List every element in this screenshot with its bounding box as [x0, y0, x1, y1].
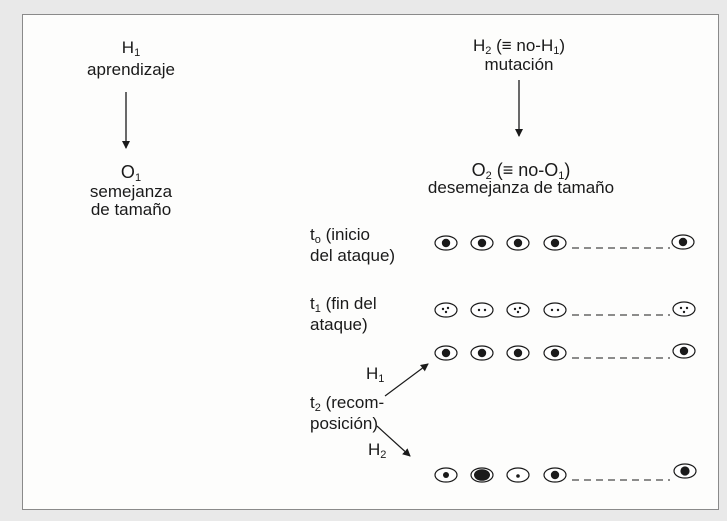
t2-label-line2: posición) — [310, 414, 379, 433]
cell-icon — [470, 345, 494, 361]
cell-icon — [543, 302, 567, 318]
t1-label-line2: ataque) — [310, 315, 368, 334]
cell-icon — [671, 234, 695, 250]
o1-label-line2: de tamaño — [90, 200, 172, 219]
diagram-frame — [22, 14, 719, 510]
cell-icon — [434, 302, 458, 318]
cell-icon — [470, 467, 494, 483]
h1-branch-label: H1 — [366, 364, 385, 385]
cell-icon — [434, 235, 458, 251]
row-t2-h1-cells — [434, 343, 696, 361]
o1-title: O1 — [120, 162, 142, 184]
h1-branch-arrow — [384, 363, 429, 397]
t0-label-line2: del ataque) — [310, 246, 396, 265]
cell-icon — [506, 345, 530, 361]
t0-label-line1: to (inicio — [310, 225, 370, 246]
h2-branch-label: H2 — [368, 440, 387, 461]
cell-icon — [434, 467, 458, 483]
h2-label: mutación — [484, 55, 554, 74]
cell-icon — [506, 302, 530, 318]
cell-icon — [543, 235, 567, 251]
h2-title: H2 (≡ no-H1) — [472, 36, 566, 57]
row-t2-h2-cells — [434, 463, 697, 483]
cell-icon — [543, 467, 567, 483]
cell-icon — [470, 302, 494, 318]
o2-label: desemejanza de tamaño — [427, 178, 615, 197]
o2-title: O2 (≡ no-O1) — [471, 160, 571, 182]
t1-label-line1: t1 (fin del — [310, 294, 377, 315]
h2-branch-arrow — [376, 425, 411, 457]
cell-icon — [470, 235, 494, 251]
cell-icon — [506, 467, 530, 483]
cell-icon — [506, 235, 530, 251]
o1-label-line1: semejanza — [89, 182, 173, 201]
cell-icon — [672, 343, 696, 359]
h1-label: aprendizaje — [87, 60, 175, 79]
t2-label-line1: t2 (recom- — [310, 393, 385, 414]
row-t0-cells — [434, 234, 695, 251]
row-t1-cells — [434, 301, 696, 318]
cell-icon — [672, 301, 696, 317]
cell-icon — [543, 345, 567, 361]
cell-icon — [434, 345, 458, 361]
cell-icon — [673, 463, 697, 479]
h1-title: H1 — [121, 38, 141, 59]
